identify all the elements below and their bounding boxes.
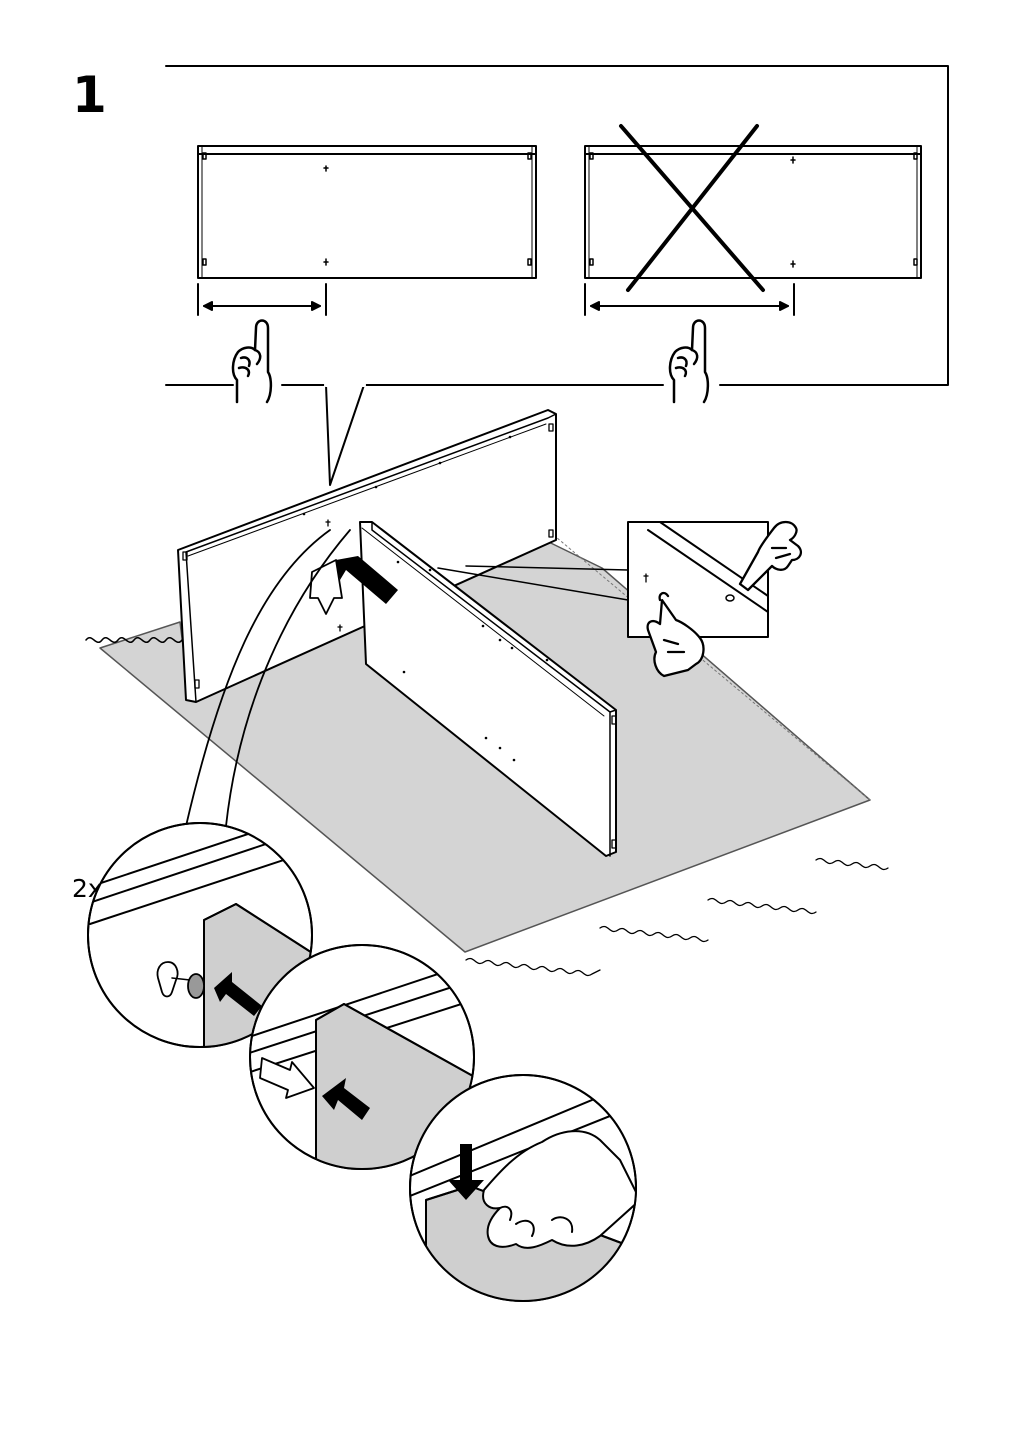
pointing-hand-icon: [646, 591, 705, 678]
pointing-hand-icon: [668, 319, 710, 404]
step-number: 1: [72, 66, 107, 124]
panel-orientation-correct: [197, 145, 537, 316]
cross-out-icon: [619, 124, 765, 292]
push-arrow-icon: [309, 556, 398, 615]
side-panel: [359, 521, 617, 857]
callout-pointer: [325, 384, 365, 486]
pointing-hand-icon: [231, 319, 273, 404]
pointing-hand-icon: [738, 520, 802, 592]
zoom-callout-circle: [409, 1074, 637, 1302]
corner-detail: [627, 520, 802, 678]
zoom-callout-circle: [87, 822, 313, 1048]
hand-icon: [482, 1130, 636, 1249]
panel-orientation-wrong: [584, 124, 922, 316]
